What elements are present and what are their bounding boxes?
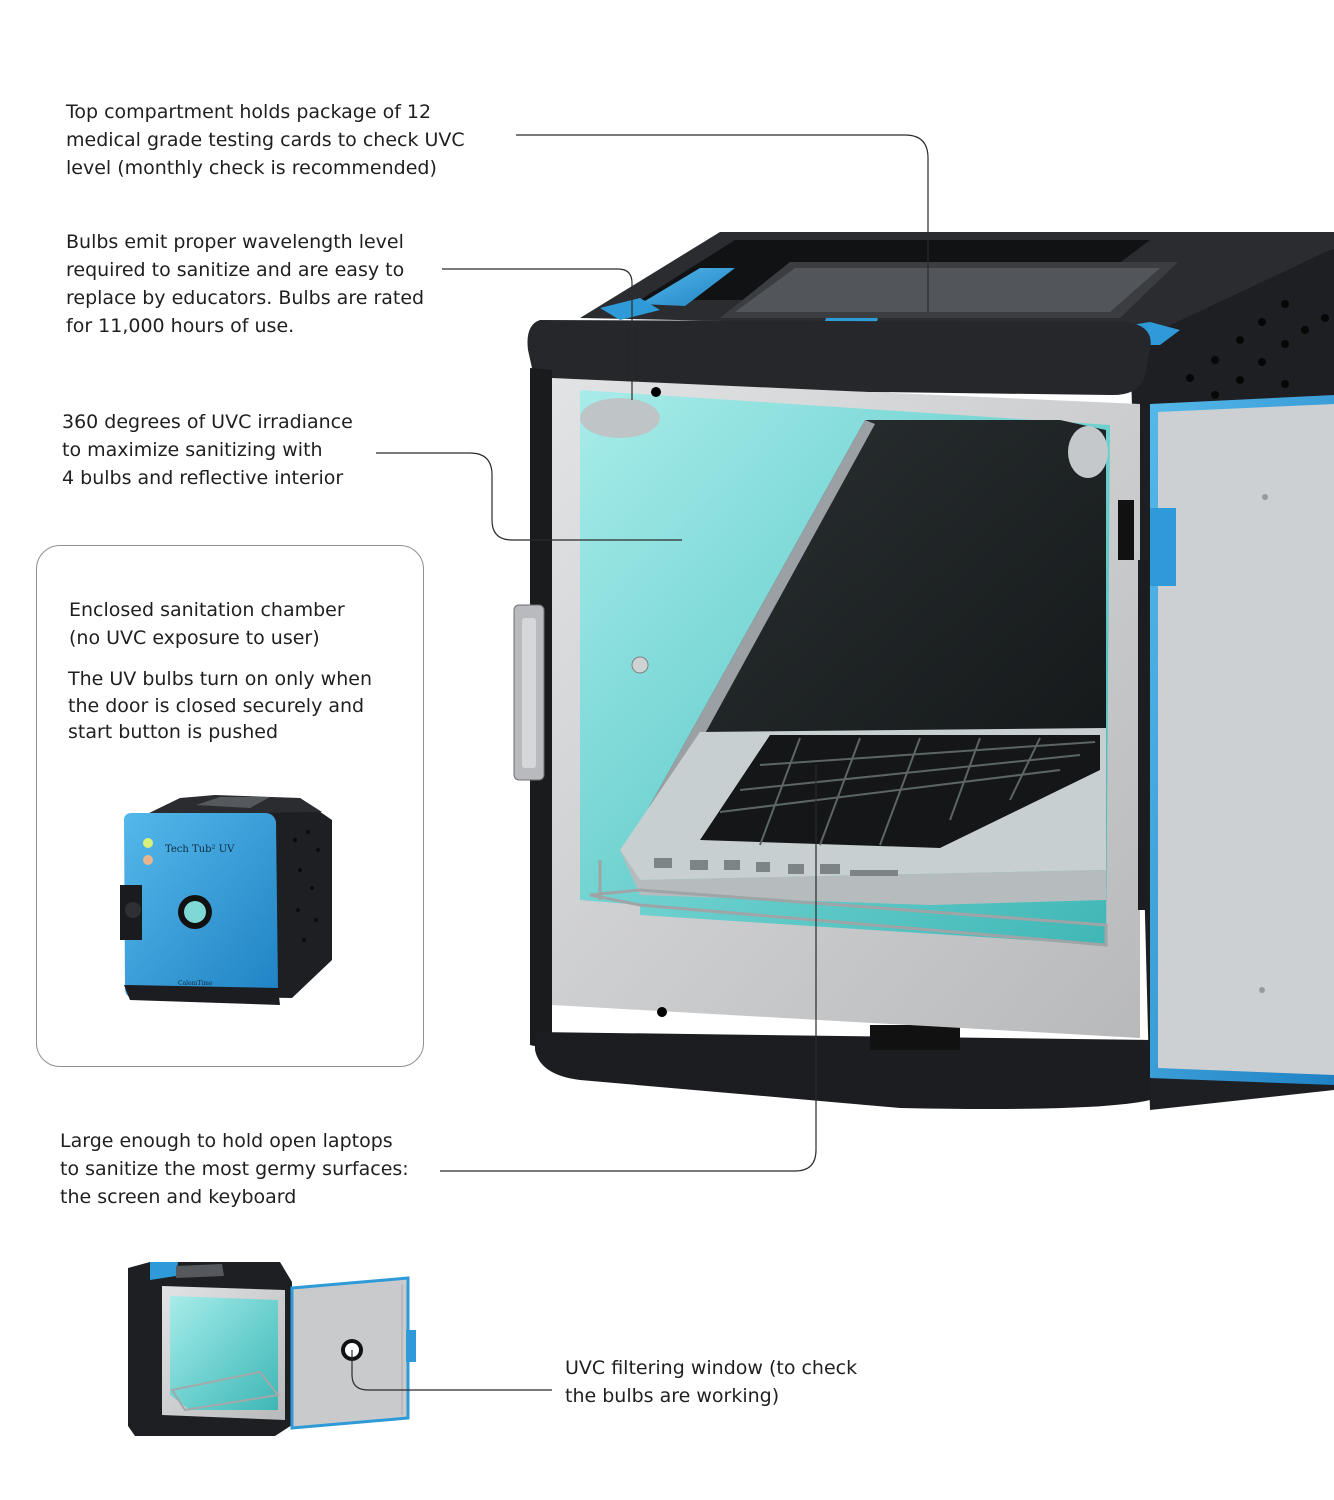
closed-unit-thumbnail: Tech Tub² UV CalemTime: [120, 795, 332, 1005]
callout-bulbs-on-condition: The UV bulbs turn on only when the door …: [68, 668, 372, 743]
maker-logo-label: CalemTime: [178, 980, 213, 987]
callout-uvc-irradiance: 360 degrees of UVC irradiance to maximiz…: [62, 411, 353, 489]
callout-enclosed-chamber: Enclosed sanitation chamber (no UVC expo…: [69, 599, 345, 649]
enclosed-chamber-panel: [36, 545, 424, 1067]
leader-lines: [351, 134, 929, 1391]
product-name-label: Tech Tub² UV: [165, 844, 235, 855]
callout-top-compartment: Top compartment holds package of 12 medi…: [66, 101, 465, 179]
callout-bulbs: Bulbs emit proper wavelength level requi…: [66, 231, 425, 337]
open-door: [1118, 395, 1334, 1085]
open-unit-thumbnail: [128, 1262, 416, 1436]
callout-filtering-window: UVC filtering window (to check the bulbs…: [565, 1357, 858, 1407]
sanitation-chamber: [552, 378, 1140, 1038]
callout-laptop-capacity: Large enough to hold open laptops to san…: [60, 1130, 409, 1208]
